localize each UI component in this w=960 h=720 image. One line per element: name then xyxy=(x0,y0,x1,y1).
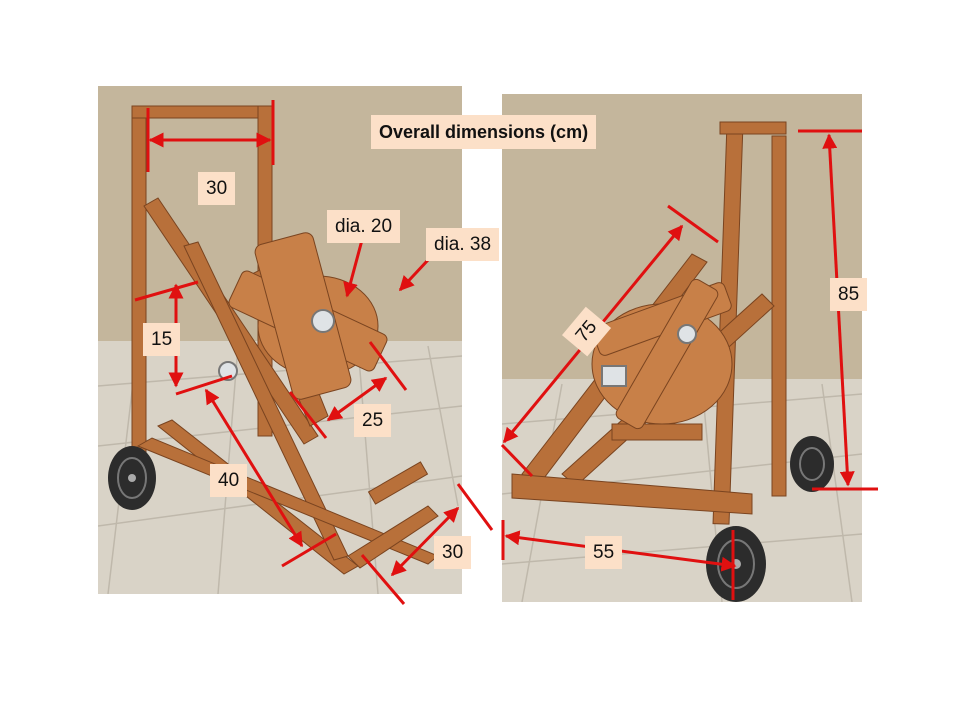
dim-tick xyxy=(667,204,719,244)
label-base-length: 55 xyxy=(585,536,623,569)
label-axle-offset: 15 xyxy=(143,323,181,356)
dim-tick xyxy=(456,483,494,531)
dim-tick xyxy=(360,554,406,605)
dim-diagonal-line xyxy=(204,388,304,548)
dim-drum-width-line xyxy=(326,376,388,422)
label-base-depth: 30 xyxy=(434,536,472,569)
label-drum-width: 25 xyxy=(354,404,392,437)
title-label: Overall dimensions (cm) xyxy=(371,115,597,149)
label-drum-dia: dia. 20 xyxy=(327,210,401,243)
dim-drum-dia-line xyxy=(343,239,364,298)
label-diagonal: 40 xyxy=(210,464,248,497)
dim-tick xyxy=(368,341,408,391)
dim-base-depth-line xyxy=(390,506,460,577)
dim-tick xyxy=(134,280,199,302)
dim-tick xyxy=(175,374,233,396)
label-reel-dia: dia. 38 xyxy=(426,228,500,261)
left-wheel xyxy=(108,446,156,510)
dim-tick xyxy=(288,391,328,439)
dim-reel-dia-line xyxy=(398,258,430,292)
label-height: 85 xyxy=(830,278,868,311)
dim-tick xyxy=(281,532,337,568)
label-top-width: 30 xyxy=(198,172,236,205)
dim-tick xyxy=(500,443,534,478)
